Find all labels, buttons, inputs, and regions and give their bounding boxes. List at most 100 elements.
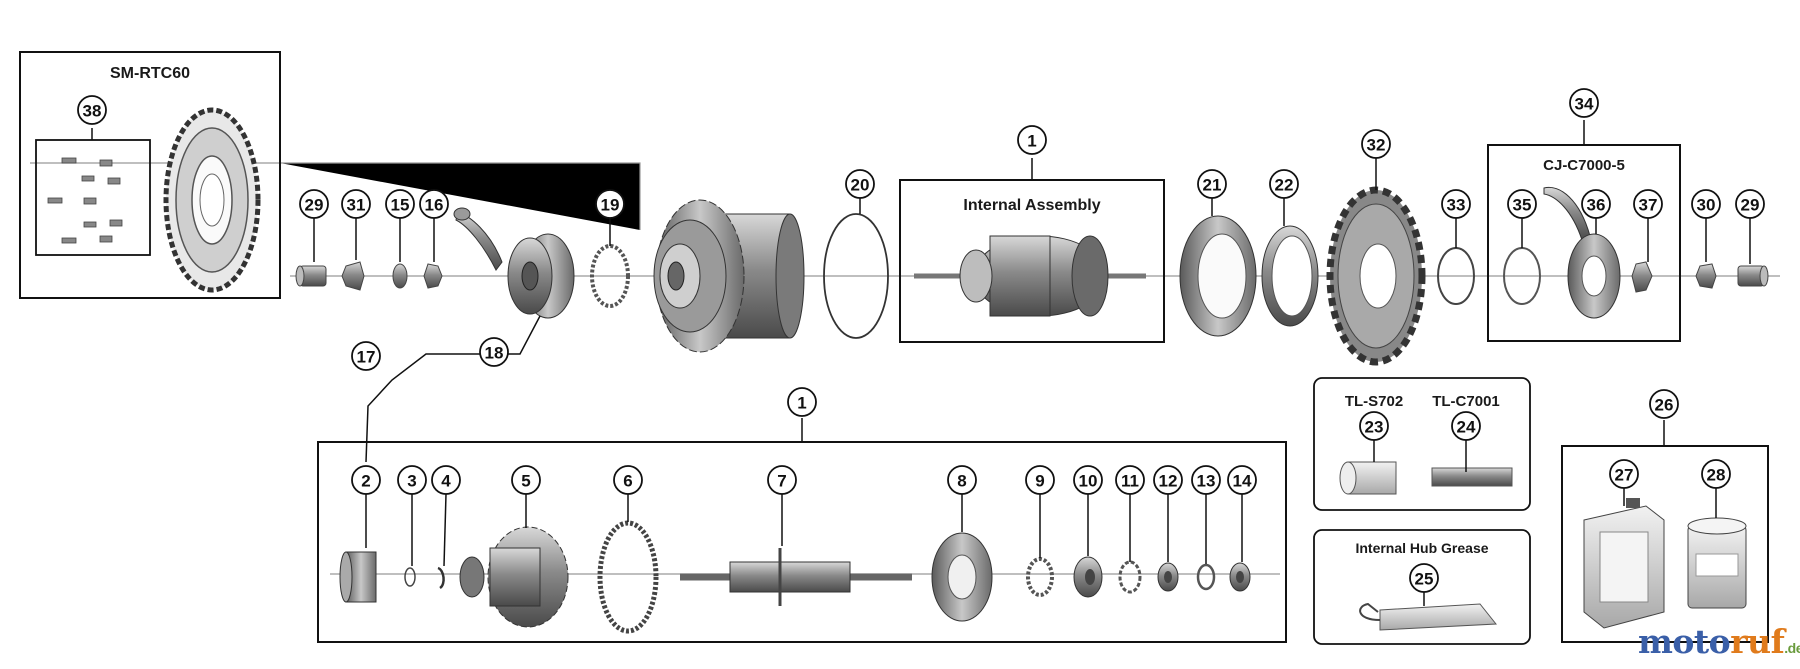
svg-text:3: 3 — [407, 472, 416, 491]
svg-text:38: 38 — [83, 102, 102, 121]
part-13-washer — [1196, 563, 1216, 591]
grease-title: Internal Hub Grease — [1355, 540, 1488, 556]
watermark-accent: ruf — [1730, 622, 1785, 661]
svg-text:14: 14 — [1233, 472, 1252, 491]
part-10-cone — [1073, 556, 1103, 598]
brake-rotor — [163, 107, 261, 293]
rotor-bolts — [47, 157, 123, 244]
part-18-clutch-arm — [453, 207, 575, 319]
tool-23 — [1339, 461, 1397, 495]
part-9-bearing — [1026, 557, 1054, 597]
svg-text:2: 2 — [361, 472, 370, 491]
grease-box: Internal Hub Grease 25 — [1313, 529, 1531, 645]
svg-text:18: 18 — [485, 344, 504, 363]
svg-text:12: 12 — [1159, 472, 1178, 491]
callout-1-top: 1 — [1017, 125, 1047, 180]
part-32-sprocket — [1326, 186, 1426, 366]
part-3-ring — [404, 567, 416, 587]
svg-text:7: 7 — [777, 472, 786, 491]
svg-text:27: 27 — [1615, 466, 1634, 485]
watermark-suffix: .de — [1784, 640, 1800, 656]
svg-text:16: 16 — [425, 196, 444, 215]
svg-text:10: 10 — [1079, 472, 1098, 491]
chain-case-title: CJ-C7000-5 — [1543, 157, 1625, 174]
oil-bottle — [1583, 498, 1665, 629]
svg-text:26: 26 — [1655, 396, 1674, 415]
watermark-main: moto — [1638, 622, 1731, 661]
svg-text:24: 24 — [1457, 418, 1476, 437]
part-20-snap-ring — [823, 213, 889, 339]
part-21-dust-cap — [1179, 215, 1257, 337]
svg-text:36: 36 — [1587, 196, 1606, 215]
svg-text:29: 29 — [1741, 196, 1760, 215]
part-15 — [392, 263, 408, 289]
svg-text:20: 20 — [851, 176, 870, 195]
svg-text:15: 15 — [391, 196, 410, 215]
svg-text:23: 23 — [1365, 418, 1384, 437]
svg-text:25: 25 — [1415, 570, 1434, 589]
svg-text:19: 19 — [601, 196, 620, 215]
part-6-ring — [597, 520, 659, 634]
watermark-logo[interactable]: motoruf.de — [1638, 622, 1800, 661]
part-30 — [1695, 263, 1717, 289]
svg-text:30: 30 — [1697, 196, 1716, 215]
part-22-washer — [1261, 225, 1319, 327]
hub-shell — [653, 199, 805, 353]
svg-text:35: 35 — [1513, 196, 1532, 215]
part-19-ring — [590, 244, 630, 308]
svg-text:13: 13 — [1197, 472, 1216, 491]
svg-text:5: 5 — [521, 472, 530, 491]
svg-text:1: 1 — [1027, 132, 1036, 151]
callout-26: 26 — [1649, 389, 1679, 446]
callouts-bottom-row: 2 3 4 5 6 7 8 9 10 11 12 13 14 — [351, 465, 1257, 567]
svg-text:29: 29 — [305, 196, 324, 215]
svg-text:32: 32 — [1367, 136, 1386, 155]
callout-34: 34 — [1569, 88, 1599, 145]
grease-tube — [1359, 602, 1497, 631]
tool-tl-s702-label: TL-S702 — [1345, 393, 1403, 410]
part-2-sleeve — [339, 551, 377, 603]
internal-assembly-title: Internal Assembly — [963, 197, 1100, 214]
svg-text:6: 6 — [623, 472, 632, 491]
part-14-nut — [1229, 562, 1251, 592]
svg-text:34: 34 — [1575, 95, 1594, 114]
chain-case-box: CJ-C7000-5 — [1487, 144, 1681, 342]
part-5-carrier — [459, 526, 569, 628]
callout-38: 38 — [77, 95, 107, 140]
svg-text:33: 33 — [1447, 196, 1466, 215]
oil-kit-box: 26 27 28 — [1561, 389, 1769, 643]
part-8-cone — [931, 532, 993, 622]
rotor-box: SM-RTC60 38 — [19, 51, 281, 299]
part-29-left — [295, 265, 327, 287]
tool-tl-c7001-label: TL-C7001 — [1432, 393, 1500, 410]
tools-box: TL-S702 TL-C7001 23 24 — [1313, 377, 1531, 511]
axis-lines — [30, 162, 1780, 575]
internal-assembly-box-bottom: 1 2 3 4 5 6 7 8 9 10 11 12 13 14 — [317, 387, 1287, 643]
svg-text:21: 21 — [1203, 176, 1222, 195]
part-31 — [341, 261, 365, 291]
part-16 — [423, 263, 443, 289]
svg-text:37: 37 — [1639, 196, 1658, 215]
svg-text:1: 1 — [797, 394, 806, 413]
svg-text:11: 11 — [1121, 472, 1139, 491]
tool-24 — [1431, 467, 1513, 487]
svg-text:8: 8 — [957, 472, 966, 491]
svg-text:9: 9 — [1035, 472, 1044, 491]
part-29-right — [1737, 265, 1769, 287]
callout-1-bottom: 1 — [787, 387, 817, 442]
svg-text:4: 4 — [441, 472, 451, 491]
part-11-washer — [1118, 560, 1142, 594]
internal-assembly-box-top: Internal Assembly — [899, 179, 1165, 343]
callouts-top-row: 29 31 15 16 19 20 21 22 32 33 35 36 37 3… — [299, 129, 1765, 264]
part-7-axle — [680, 548, 912, 606]
callouts-link: 17 18 — [351, 315, 541, 463]
part-12-nut — [1157, 562, 1179, 592]
svg-text:17: 17 — [357, 348, 376, 367]
svg-text:22: 22 — [1275, 176, 1294, 195]
grease-jar — [1687, 517, 1747, 609]
svg-text:28: 28 — [1707, 466, 1726, 485]
svg-text:31: 31 — [347, 196, 366, 215]
part-4-clip — [437, 566, 445, 590]
rotor-box-title: SM-RTC60 — [110, 65, 190, 82]
